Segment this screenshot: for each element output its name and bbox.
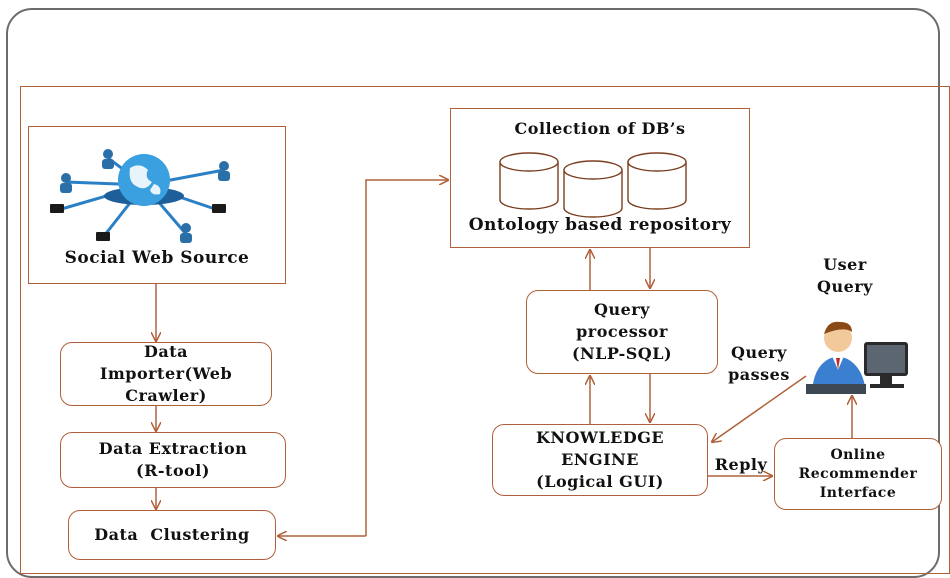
- arrow-bidirectional-clustering-to-dbs: [365, 180, 448, 536]
- user-at-computer-icon: [806, 321, 908, 394]
- data-extraction-box: Data Extraction (R-tool): [60, 432, 286, 488]
- data-extraction-label: Data Extraction (R-tool): [98, 439, 248, 480]
- knowledge-engine-box: KNOWLEDGE ENGINE (Logical GUI): [492, 424, 708, 496]
- collection-dbs-title: Collection of DB’s: [514, 119, 686, 138]
- online-recommender-box: Online Recommender Interface: [774, 438, 942, 510]
- query-passes-label: Query passes: [728, 343, 790, 384]
- social-network-globe-icon: [50, 149, 230, 243]
- ontology-repository-label: Ontology based repository: [468, 215, 732, 235]
- data-importer-label: Data Importer(Web Crawler): [99, 342, 233, 405]
- user-query-label: User Query: [817, 255, 873, 296]
- data-importer-box: Data Importer(Web Crawler): [60, 342, 272, 406]
- social-web-source-label: Social Web Source: [64, 248, 250, 268]
- arrow-user-to-engine: [712, 375, 807, 442]
- data-clustering-box: Data Clustering: [68, 510, 276, 560]
- query-processor-label: Query processor (NLP-SQL): [571, 300, 673, 363]
- online-recommender-label: Online Recommender Interface: [798, 446, 918, 501]
- data-clustering-label: Data Clustering: [94, 525, 250, 544]
- database-cylinder-icon: [499, 152, 687, 218]
- query-processor-box: Query processor (NLP-SQL): [526, 290, 718, 374]
- reply-label: Reply: [714, 455, 768, 474]
- knowledge-engine-label: KNOWLEDGE ENGINE (Logical GUI): [535, 428, 665, 491]
